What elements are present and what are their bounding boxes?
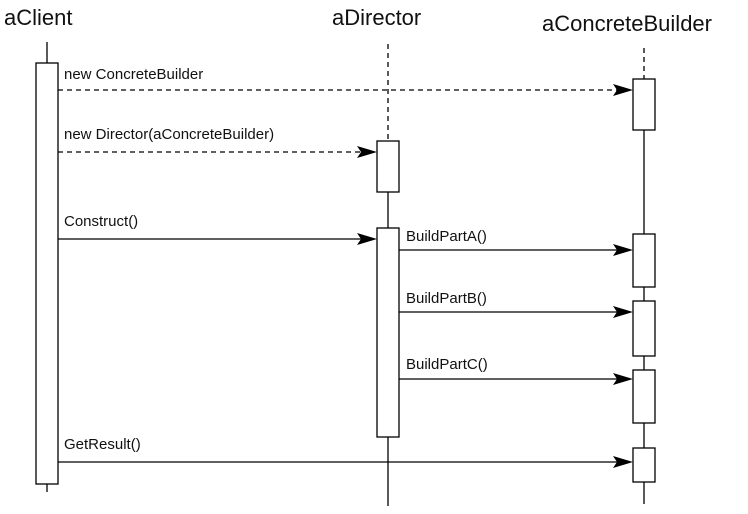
message-label: BuildPartA() xyxy=(406,228,487,245)
arrowhead-icon xyxy=(613,84,633,96)
message-construct: Construct() xyxy=(58,213,377,245)
arrowhead-icon xyxy=(613,456,633,468)
message-build-part-c: BuildPartC() xyxy=(399,356,633,385)
message-label: new Director(aConcreteBuilder) xyxy=(64,126,274,143)
message-build-part-b: BuildPartB() xyxy=(399,290,633,318)
activation-builder-1 xyxy=(632,78,656,131)
message-label: GetResult() xyxy=(64,436,141,453)
activation-builder-2 xyxy=(632,233,656,288)
activation-builder-4 xyxy=(632,369,656,424)
activation-client xyxy=(35,62,59,485)
arrowhead-icon xyxy=(357,233,377,245)
message-get-result: GetResult() xyxy=(58,436,633,468)
arrowhead-icon xyxy=(613,306,633,318)
lifeline-client xyxy=(35,42,59,492)
activation-director-1 xyxy=(376,140,400,193)
activation-builder-3 xyxy=(632,300,656,357)
message-new-concrete-builder: new ConcreteBuilder xyxy=(58,66,633,96)
message-new-director: new Director(aConcreteBuilder) xyxy=(58,126,377,158)
arrowhead-icon xyxy=(357,146,377,158)
message-label: new ConcreteBuilder xyxy=(64,66,203,83)
activation-builder-5 xyxy=(632,447,656,483)
arrowhead-icon xyxy=(613,244,633,256)
message-build-part-a: BuildPartA() xyxy=(399,228,633,256)
message-label: Construct() xyxy=(64,213,138,230)
message-label: BuildPartB() xyxy=(406,290,487,307)
message-label: BuildPartC() xyxy=(406,356,488,373)
activation-director-2 xyxy=(376,227,400,438)
lifeline-builder xyxy=(632,48,656,504)
lifeline-director xyxy=(376,44,400,506)
participant-director-label: aDirector xyxy=(332,5,421,30)
participant-builder-label: aConcreteBuilder xyxy=(542,11,712,36)
arrowhead-icon xyxy=(613,373,633,385)
participant-client-label: aClient xyxy=(4,5,72,30)
